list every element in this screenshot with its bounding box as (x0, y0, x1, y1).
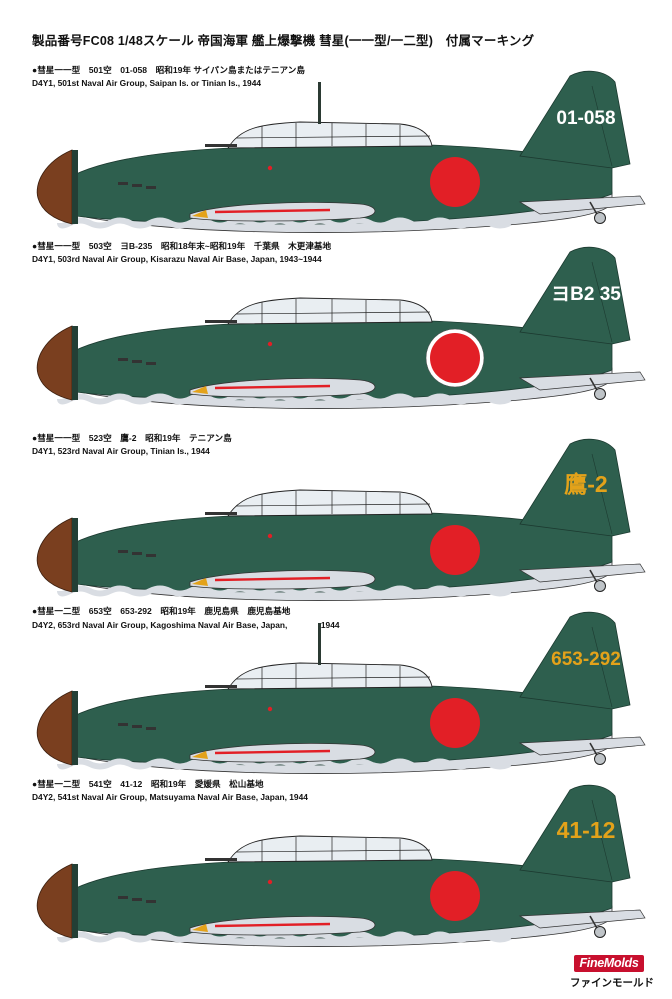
cockpit-marker (267, 879, 273, 885)
canopy (227, 121, 433, 149)
wingtip-light (192, 210, 208, 218)
cowl-band (72, 691, 78, 765)
wing-red-stripe (214, 208, 331, 214)
hinomaru (430, 157, 480, 207)
exhaust-stacks (118, 182, 156, 189)
gun-barrel (205, 144, 237, 147)
aircraft-entry-3: ●彗星一一型 523空 鷹-2 昭和19年 テニアン島 D4Y1, 523rd … (0, 432, 672, 617)
page-title: 製品番号FC08 1/48スケール 帝国海軍 艦上爆撃機 彗星(一一型/一二型)… (32, 34, 535, 48)
tail-code: 41-12 (557, 817, 616, 843)
aircraft-profile-illustration: 653-292 (0, 605, 672, 790)
cowl-band (72, 326, 78, 400)
aircraft-entry-1: ●彗星一一型 501空 01-058 昭和19年 サイパン島またはテニアン島 D… (0, 64, 672, 249)
aerial-mast (318, 82, 321, 124)
gun-barrel (205, 512, 237, 515)
caption-en: D4Y2, 653rd Naval Air Group, Kagoshima N… (32, 620, 340, 630)
canopy (227, 297, 433, 325)
caption-jp: ●彗星一一型 523空 鷹-2 昭和19年 テニアン島 (32, 433, 232, 443)
tail-fin (519, 438, 631, 537)
rudder-line (591, 626, 613, 708)
logo-brand: FineMolds (574, 955, 644, 972)
hinomaru (430, 698, 480, 748)
wing-red-stripe (214, 922, 331, 928)
aircraft-profile-illustration: 鷹-2 (0, 432, 672, 617)
tail-code: ヨB2 35 (551, 284, 621, 305)
caption-en: D4Y1, 523rd Naval Air Group, Tinian Is.,… (32, 446, 210, 456)
logo-brand-kana: ファインモールド (570, 977, 654, 989)
caption-en: D4Y1, 503rd Naval Air Group, Kisarazu Na… (32, 254, 322, 264)
caption-jp: ●彗星一二型 653空 653-292 昭和19年 鹿児島県 鹿児島基地 (32, 606, 291, 616)
cockpit-marker (267, 533, 273, 539)
wing-red-stripe (214, 576, 331, 582)
wingtip-light (192, 924, 208, 932)
rudder-line (591, 85, 613, 167)
exhaust-stacks (118, 550, 156, 557)
rudder-line (591, 261, 613, 343)
horizontal-stabilizer (518, 371, 646, 391)
cockpit-marker (267, 165, 273, 171)
canopy (227, 662, 433, 690)
propeller-spinner (36, 690, 73, 766)
tail-wheel (594, 580, 606, 592)
caption-jp: ●彗星一一型 503空 ヨB-235 昭和18年末~昭和19年 千葉県 木更津基… (32, 241, 332, 251)
tail-wheel (594, 926, 606, 938)
aerial-mast (318, 623, 321, 665)
horizontal-stabilizer (518, 736, 646, 756)
caption-jp: ●彗星一二型 541空 41-12 昭和19年 愛媛県 松山基地 (32, 779, 264, 789)
tail-wheel (594, 753, 606, 765)
gun-barrel (205, 858, 237, 861)
cowl-band (72, 864, 78, 938)
propeller-spinner (36, 325, 73, 401)
tail-code: 653-292 (551, 649, 621, 670)
canopy (227, 835, 433, 863)
rudder-line (591, 453, 613, 535)
aircraft-profile-illustration: ヨB2 35 (0, 240, 672, 425)
tail-fin (519, 611, 631, 710)
hinomaru (430, 333, 480, 383)
tail-fin (519, 784, 631, 883)
caption-en: D4Y2, 541st Naval Air Group, Matsuyama N… (32, 792, 308, 802)
tail-wheel (594, 388, 606, 400)
wingtip-light (192, 386, 208, 394)
wingtip-light (192, 751, 208, 759)
finemolds-logo: FineMolds ファインモールド (570, 955, 654, 991)
exhaust-stacks (118, 723, 156, 730)
exhaust-stacks (118, 358, 156, 365)
aircraft-entry-4: ●彗星一二型 653空 653-292 昭和19年 鹿児島県 鹿児島基地 D4Y… (0, 605, 672, 790)
caption-en: D4Y1, 501st Naval Air Group, Saipan Is. … (32, 78, 262, 88)
wing-red-stripe (214, 384, 331, 390)
tail-fin (519, 246, 631, 345)
cockpit-marker (267, 341, 273, 347)
hinomaru (430, 871, 480, 921)
aircraft-profile-illustration: 41-12 (0, 778, 672, 963)
tail-code: 鷹-2 (564, 471, 607, 497)
propeller-spinner (36, 863, 73, 939)
gun-barrel (205, 320, 237, 323)
exhaust-stacks (118, 896, 156, 903)
tail-fin (519, 70, 631, 169)
aircraft-entry-5: ●彗星一二型 541空 41-12 昭和19年 愛媛県 松山基地 D4Y2, 5… (0, 778, 672, 963)
tail-wheel (594, 212, 606, 224)
tail-code: 01-058 (556, 108, 615, 129)
wingtip-light (192, 578, 208, 586)
gun-barrel (205, 685, 237, 688)
cowl-band (72, 150, 78, 224)
propeller-spinner (36, 517, 73, 593)
horizontal-stabilizer (518, 909, 646, 929)
horizontal-stabilizer (518, 563, 646, 583)
hinomaru (430, 525, 480, 575)
cockpit-marker (267, 706, 273, 712)
caption-jp: ●彗星一一型 501空 01-058 昭和19年 サイパン島またはテニアン島 (32, 65, 305, 75)
aircraft-profile-illustration: 01-058 (0, 64, 672, 249)
canopy (227, 489, 433, 517)
horizontal-stabilizer (518, 195, 646, 215)
propeller-spinner (36, 149, 73, 225)
wing-red-stripe (214, 749, 331, 755)
aircraft-entry-2: ●彗星一一型 503空 ヨB-235 昭和18年末~昭和19年 千葉県 木更津基… (0, 240, 672, 425)
rudder-line (591, 799, 613, 881)
cowl-band (72, 518, 78, 592)
